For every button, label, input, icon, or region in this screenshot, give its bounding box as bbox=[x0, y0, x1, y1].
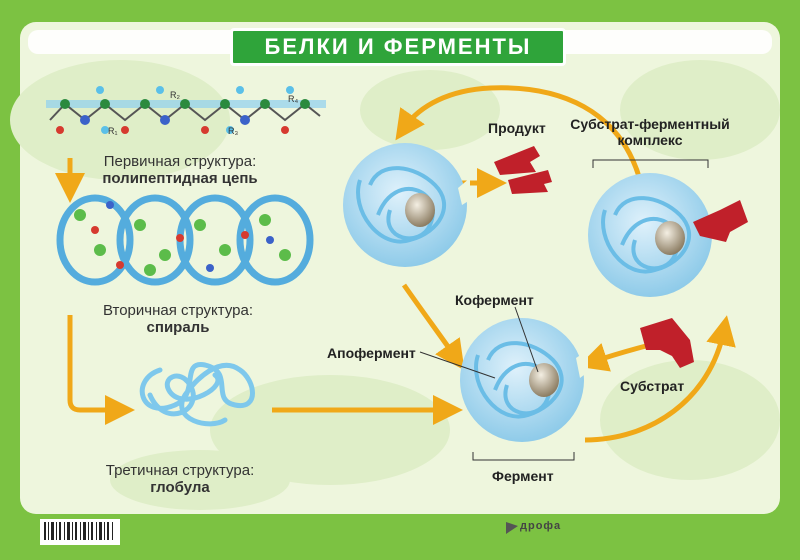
complex-label: Субстрат-ферментный комплекс bbox=[570, 116, 730, 148]
r3-label: R₃ bbox=[228, 126, 239, 136]
publisher-logo-icon bbox=[506, 522, 518, 534]
r2-label: R₂ bbox=[170, 90, 180, 100]
substrate-label: Субстрат bbox=[620, 378, 685, 394]
secondary-line1: Вторичная структура: bbox=[103, 302, 253, 319]
complex-line1: Субстрат-ферментный bbox=[570, 116, 730, 132]
product-pieces bbox=[494, 146, 552, 194]
tertiary-line2: глобула bbox=[150, 479, 210, 496]
primary-line1: Первичная структура: bbox=[103, 153, 257, 170]
complex-line2: комплекс bbox=[617, 132, 683, 148]
structure-arrows bbox=[55, 158, 463, 425]
barcode bbox=[40, 519, 120, 545]
product-label: Продукт bbox=[488, 120, 546, 136]
primary-structure-caption: Первичная структура: полипептидная цепь bbox=[90, 153, 270, 187]
tertiary-structure-caption: Третичная структура: глобула bbox=[90, 462, 270, 496]
apoenzyme-label: Апофермент bbox=[327, 345, 416, 361]
substrate-in-complex bbox=[693, 200, 748, 242]
secondary-line2: спираль bbox=[146, 319, 210, 336]
enzyme-label: Фермент bbox=[492, 468, 554, 484]
secondary-structure-caption: Вторичная структура: спираль bbox=[88, 302, 268, 336]
primary-line2: полипептидная цепь bbox=[102, 170, 258, 187]
tertiary-line1: Третичная структура: bbox=[105, 462, 255, 479]
coenzyme-label: Кофермент bbox=[455, 292, 534, 308]
enzyme-bottom bbox=[460, 318, 588, 442]
label-brackets bbox=[419, 159, 709, 461]
enzyme-top-left bbox=[343, 143, 470, 267]
publisher-logo: дрофа bbox=[520, 520, 562, 532]
page-title: БЕЛКИ И ФЕРМЕНТЫ bbox=[230, 28, 566, 66]
r1-label: R₁ bbox=[108, 126, 118, 136]
substrate-piece bbox=[640, 318, 694, 368]
globule-illustration bbox=[139, 362, 255, 427]
helix-illustration bbox=[56, 194, 314, 286]
r4-label: R₄ bbox=[288, 94, 299, 104]
enzyme-substrate-complex bbox=[588, 173, 712, 297]
background-patches bbox=[10, 60, 780, 510]
polypeptide-chain bbox=[46, 86, 326, 134]
